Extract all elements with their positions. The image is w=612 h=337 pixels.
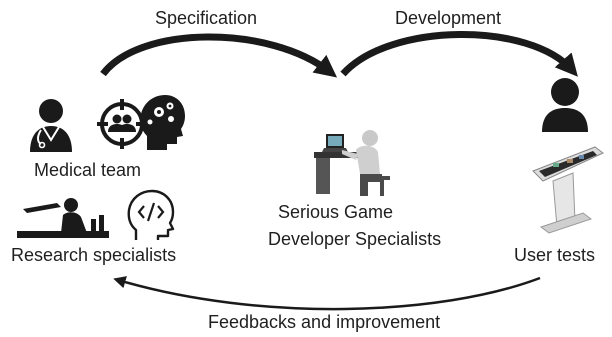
development-label: Development [395, 8, 502, 28]
developer-line1: Serious Game [278, 202, 394, 222]
researcher-desk-icon [17, 198, 109, 238]
code-head-icon [127, 189, 175, 240]
feedback-label: Feedbacks and improvement [208, 312, 441, 332]
developer-at-desk-icon [314, 130, 390, 196]
touchscreen-kiosk-icon [532, 146, 604, 234]
feedback-arrow [113, 276, 541, 311]
user-icon [542, 78, 588, 132]
research-specialists-label: Research specialists [11, 245, 177, 265]
specification-label: Specification [155, 8, 258, 28]
medical-team-label: Medical team [34, 160, 142, 180]
developer-line2: Developer Specialists [268, 229, 442, 249]
specification-arrow [100, 33, 338, 78]
development-arrow [340, 31, 578, 77]
brain-gears-icon [140, 95, 185, 150]
doctor-icon [30, 99, 72, 152]
user-tests-label: User tests [514, 245, 596, 265]
